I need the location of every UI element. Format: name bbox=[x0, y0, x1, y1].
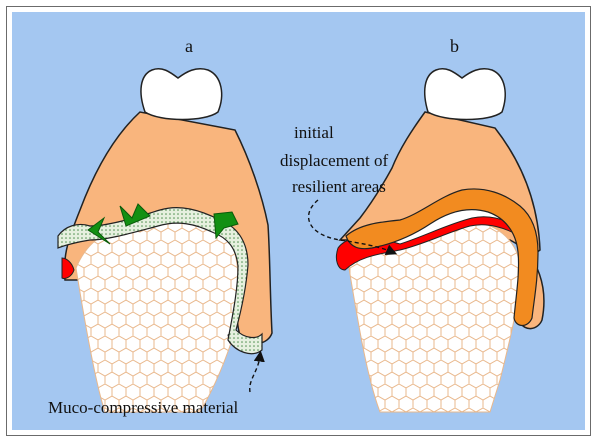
material-label: Muco-compressive material bbox=[48, 398, 239, 417]
panel-label-b: b bbox=[450, 36, 459, 56]
annotation-line-3: resilient areas bbox=[292, 177, 386, 196]
annotation-line-1: initial bbox=[294, 123, 334, 142]
crown-a bbox=[141, 69, 222, 120]
annotation-line-2: displacement of bbox=[280, 151, 388, 170]
crown-b bbox=[425, 69, 505, 120]
bone-mesh-a bbox=[76, 217, 239, 412]
panel-label-a: a bbox=[185, 36, 193, 56]
